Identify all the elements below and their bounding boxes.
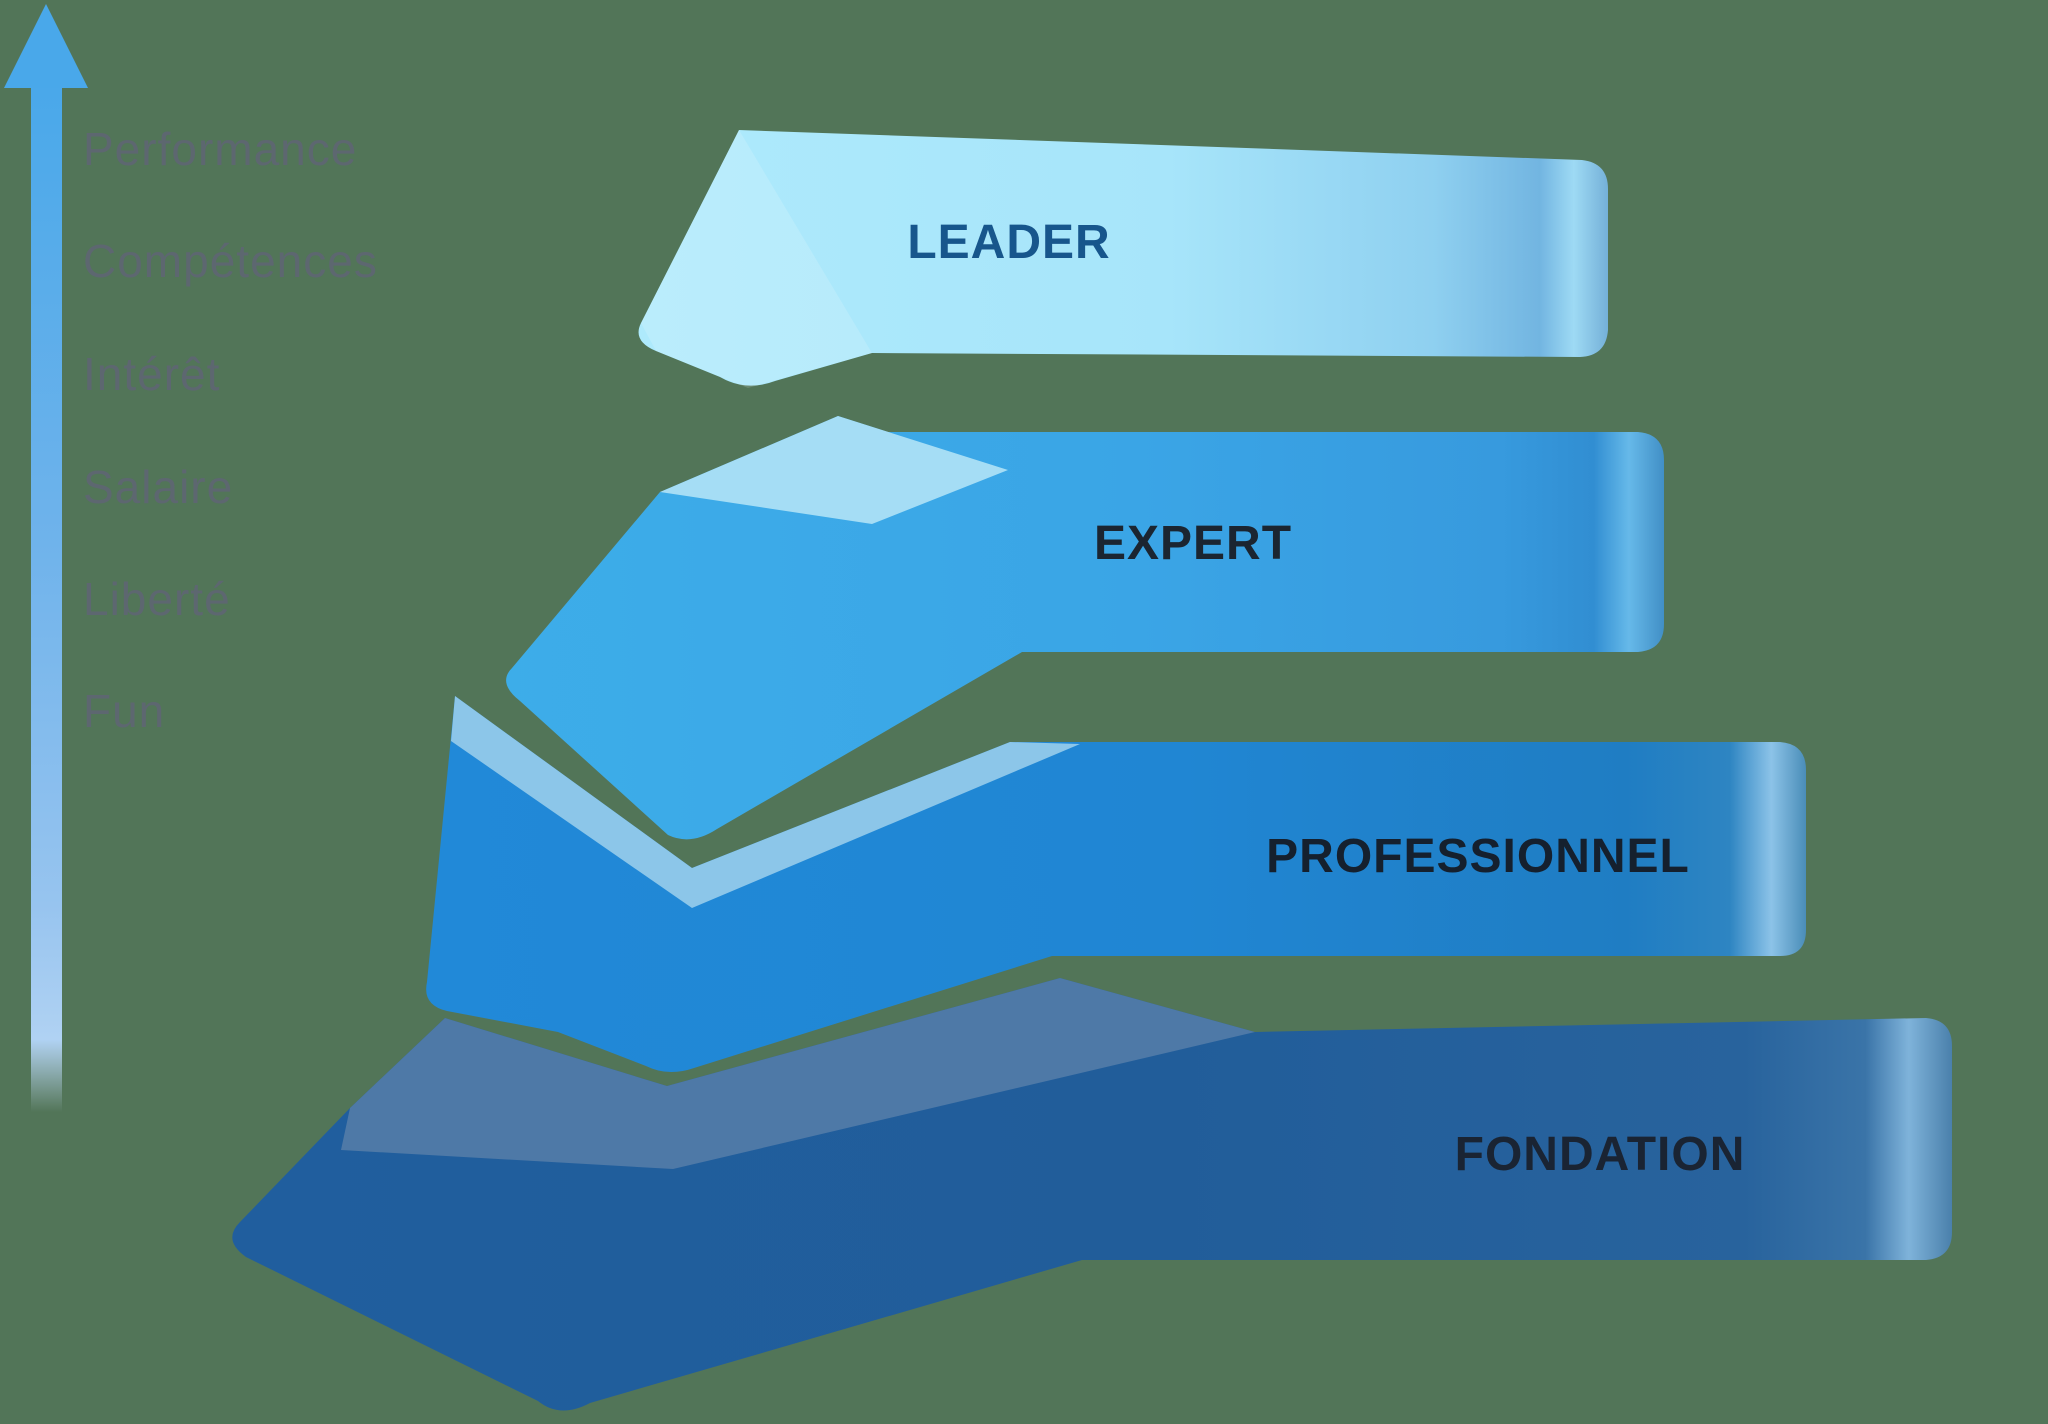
pyramid-level-professionnel: PROFESSIONNEL xyxy=(426,696,1807,1073)
level-label-expert: EXPERT xyxy=(1094,517,1292,570)
axis-label-salaire: Salaire xyxy=(83,461,233,513)
professionnel-face xyxy=(426,696,1807,1073)
growth-arrow-head-icon xyxy=(4,4,88,88)
level-label-leader: LEADER xyxy=(907,216,1110,269)
pyramid-level-expert: EXPERT xyxy=(506,416,1664,840)
leader-face xyxy=(638,130,1608,386)
axis-label-competences: Compétences xyxy=(83,235,378,287)
fondation-top-face xyxy=(341,978,1255,1169)
axis-label-fun: Fun xyxy=(83,685,165,737)
pyramid-level-fondation: FONDATION xyxy=(232,978,1952,1411)
axis-label-performance: Performance xyxy=(83,123,357,175)
level-label-fondation: FONDATION xyxy=(1455,1128,1746,1181)
pyramid-level-leader: LEADER xyxy=(638,130,1608,388)
leader-front-highlight xyxy=(641,130,872,388)
growth-arrow xyxy=(4,4,88,1112)
professionnel-top-face xyxy=(451,696,1080,908)
growth-arrow-shaft xyxy=(31,80,62,1112)
level-label-professionnel: PROFESSIONNEL xyxy=(1266,830,1690,883)
axis-label-interet: Intérêt xyxy=(83,348,220,400)
axis-labels: Performance Compétences Intérêt Salaire … xyxy=(83,123,378,737)
axis-label-liberte: Liberté xyxy=(83,573,231,625)
expert-top-face xyxy=(660,416,1008,524)
expert-face xyxy=(506,416,1664,840)
